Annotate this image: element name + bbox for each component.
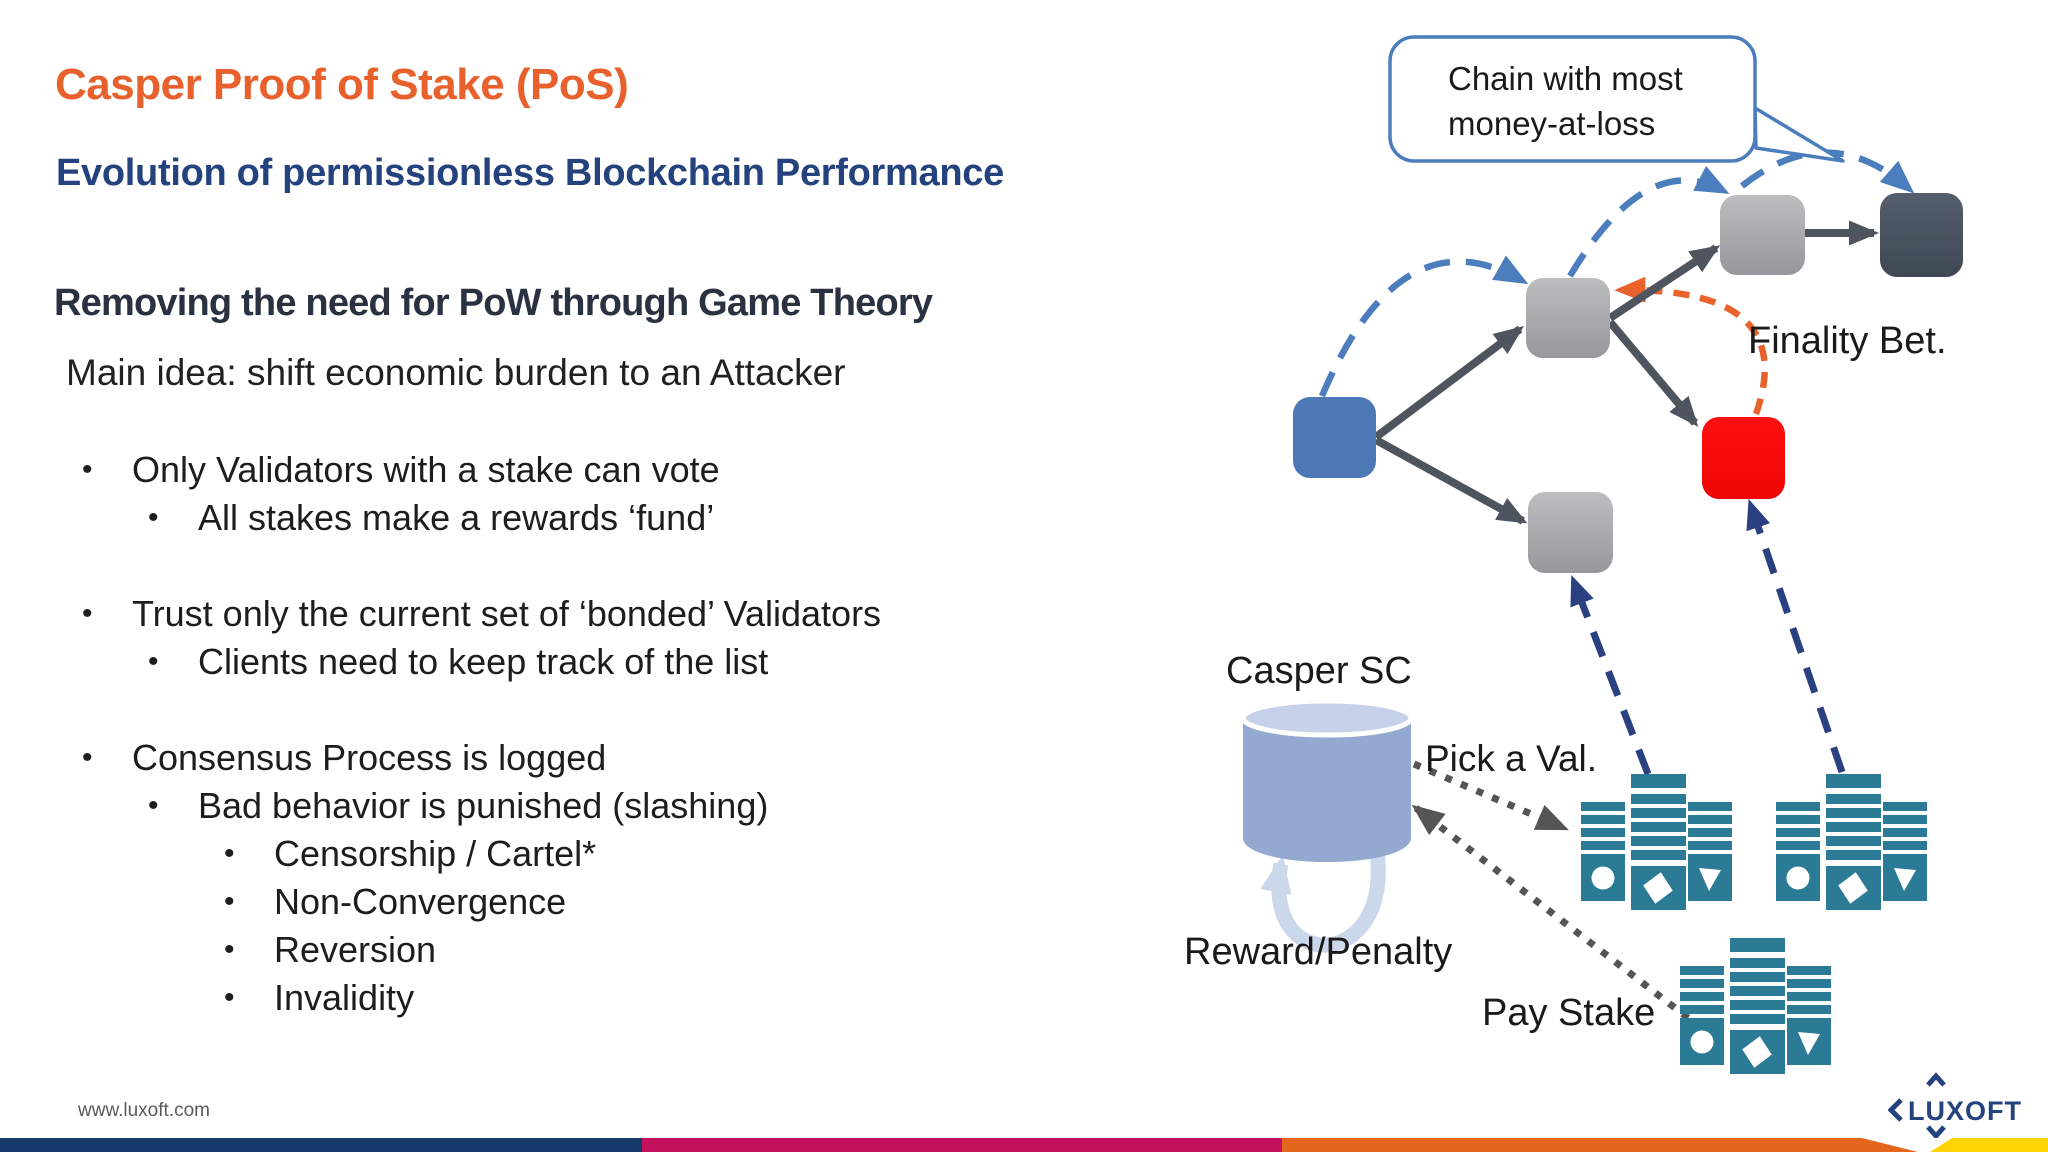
validator-cluster: [1680, 938, 1831, 1074]
reward-penalty-label: Reward/Penalty: [1184, 931, 1453, 973]
chain-arrow-mid-to-red: [1606, 319, 1699, 427]
bullet-dot: •: [224, 981, 235, 1014]
bullet-item: • Censorship / Cartel*: [66, 830, 881, 878]
vote-arrow-to-fork-block: [1570, 575, 1652, 776]
bullet-text: Censorship / Cartel*: [274, 833, 597, 874]
bullet-item: • All stakes make a rewards ‘fund’: [66, 494, 881, 542]
fork-choice-arc-1: [1319, 255, 1529, 398]
bullet-text: Consensus Process is logged: [132, 737, 607, 778]
footer-url: www.luxoft.com: [78, 1100, 210, 1121]
bar-segment-navy: [0, 1138, 642, 1152]
chain-arrow-blue-to-fork: [1374, 436, 1528, 525]
logo-chevron-left-icon: [1888, 1098, 1903, 1122]
lead-text: Main idea: shift economic burden to an A…: [66, 352, 846, 393]
chain-arrow-mid-to-top: [1607, 244, 1721, 322]
bullet-dot: •: [224, 837, 235, 870]
block-gray-fork: [1528, 492, 1613, 573]
casper-cylinder-body: [1243, 722, 1411, 862]
validator-cluster: [1776, 774, 1927, 910]
bar-segment-yellow: [1930, 1138, 2048, 1152]
pick-validator-label: Pick a Val.: [1425, 738, 1598, 779]
pay-stake-label: Pay Stake: [1482, 992, 1656, 1034]
block-dark-head: [1880, 193, 1963, 277]
chain-arrow-blue-to-mid: [1373, 325, 1524, 441]
bullet-dot: •: [148, 501, 159, 534]
vote-arrow-to-red-block: [1746, 498, 1846, 774]
page-title: Casper Proof of Stake (PoS): [55, 60, 629, 109]
reward-penalty-arrow: [1260, 851, 1386, 953]
bullet-text: Trust only the current set of ‘bonded’ V…: [132, 593, 882, 634]
bullet-item: • Trust only the current set of ‘bonded’ …: [66, 590, 881, 638]
block-genesis-blue: [1293, 397, 1376, 478]
bullet-text: Only Validators with a stake can vote: [132, 449, 720, 490]
block-gray-top: [1720, 195, 1805, 275]
casper-cylinder-top: [1240, 698, 1414, 738]
bullet-text: All stakes make a rewards ‘fund’: [198, 497, 715, 538]
bullet-dot: •: [224, 933, 235, 966]
block-gray-mid: [1526, 278, 1610, 358]
bullet-item: • Non-Convergence: [66, 878, 881, 926]
finality-bet-label: Finality Bet.: [1748, 320, 1947, 362]
bullet-item: • Invalidity: [66, 974, 881, 1022]
logo-chevron-down-icon: [1926, 1125, 1946, 1138]
bullet-dot: •: [148, 645, 159, 678]
bullet-dot: •: [148, 789, 159, 822]
section-heading: Removing the need for PoW through Game T…: [54, 282, 933, 324]
callout-line2: money-at-loss: [1448, 105, 1656, 142]
bullet-item: • Only Validators with a stake can vote: [66, 446, 881, 494]
bullet-list: • Only Validators with a stake can vote •…: [66, 446, 881, 1022]
bullet-text: Clients need to keep track of the list: [198, 641, 769, 682]
validator-cluster: [1581, 774, 1732, 910]
bullet-text: Invalidity: [274, 977, 415, 1018]
bar-segment-orange: [1282, 1138, 1918, 1152]
casper-sc-label: Casper SC: [1226, 650, 1412, 692]
bullet-item: • Clients need to keep track of the list: [66, 638, 881, 686]
bullet-text: Bad behavior is punished (slashing): [198, 785, 769, 826]
bullet-item: • Bad behavior is punished (slashing): [66, 782, 881, 830]
finality-bet-arc: [1614, 276, 1768, 416]
callout-label: Chain with most money-at-loss: [1448, 56, 1683, 146]
page-subtitle: Evolution of permissionless Blockchain P…: [56, 152, 1004, 194]
bullet-dot: •: [82, 597, 93, 630]
pay-stake-arrow: [1411, 804, 1691, 1021]
block-red-attack: [1702, 417, 1785, 499]
bullet-text: Non-Convergence: [274, 881, 567, 922]
callout-tail: [1753, 106, 1845, 163]
bullet-dot: •: [82, 741, 93, 774]
callout-line1: Chain with most: [1448, 60, 1683, 97]
callout-bubble: [1388, 35, 1757, 163]
bullet-dot: •: [224, 885, 235, 918]
logo-chevron-up-icon: [1926, 1072, 1946, 1087]
bullet-text: Reversion: [274, 929, 437, 970]
bullet-item: • Reversion: [66, 926, 881, 974]
luxoft-logo: LUXOFT: [1888, 1072, 2022, 1138]
logo-text: LUXOFT: [1908, 1096, 2022, 1126]
bullet-item: • Consensus Process is logged: [66, 734, 881, 782]
bullet-dot: •: [82, 453, 93, 486]
fork-choice-arc-2: [1567, 165, 1730, 278]
bar-segment-crimson: [642, 1138, 1282, 1152]
